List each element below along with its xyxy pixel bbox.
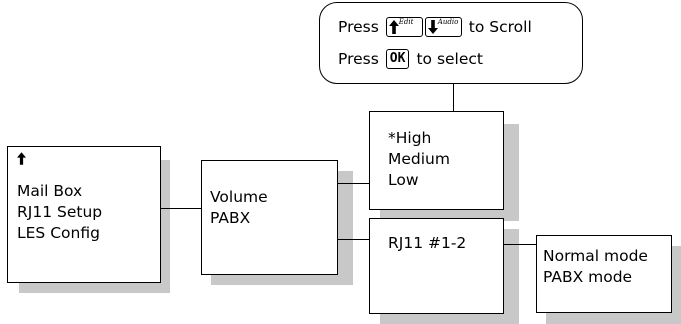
menu-item-mail-box: Mail Box: [17, 182, 83, 200]
mode-box: Normal mode PABX mode: [536, 235, 672, 313]
menu-item-normal-mode: Normal mode: [543, 247, 648, 265]
down-key-label: Audio: [437, 18, 459, 26]
scroll-instruction: Press Edit Audio to Scroll: [338, 17, 532, 37]
main-to-rj11-connector: [160, 208, 202, 209]
menu-item-high: *High: [388, 129, 432, 147]
scroll-instruction-prefix: Press: [338, 18, 379, 36]
up-arrow-icon: [388, 20, 399, 34]
rj11-to-pabx-connector: [337, 239, 370, 240]
menu-item-rj11-setup: RJ11 Setup: [17, 203, 103, 221]
scroll-instruction-suffix: to Scroll: [468, 18, 532, 36]
menu-item-volume: Volume: [210, 188, 268, 206]
main-menu-box: Mail Box RJ11 Setup LES Config: [7, 146, 161, 283]
down-arrow-icon: [427, 20, 438, 34]
select-instruction-prefix: Press: [338, 50, 379, 68]
callout-connector: [453, 84, 454, 112]
menu-item-les-config: LES Config: [17, 224, 100, 242]
menu-item-pabx: PABX: [210, 209, 251, 227]
down-key: Audio: [424, 17, 462, 37]
rj11-to-volume-connector: [337, 183, 370, 184]
up-arrow-icon: [17, 152, 26, 165]
select-instruction-suffix: to select: [416, 50, 483, 68]
main-menu-list: Mail Box RJ11 Setup LES Config: [17, 181, 102, 244]
mode-menu-list: Normal mode PABX mode: [543, 246, 648, 288]
pabx-box: RJ11 #1-2: [369, 218, 504, 314]
pabx-to-mode-connector: [503, 244, 537, 245]
pabx-menu-list: RJ11 #1-2: [388, 233, 466, 254]
menu-item-low: Low: [388, 171, 419, 189]
volume-box: *High Medium Low: [369, 111, 504, 210]
up-key: Edit: [385, 17, 423, 37]
ok-key: OK: [385, 49, 410, 69]
up-key-label: Edit: [398, 18, 414, 26]
rj11-menu-list: Volume PABX: [210, 187, 268, 229]
volume-menu-list: *High Medium Low: [388, 128, 450, 191]
rj11-setup-box: Volume PABX: [201, 160, 338, 275]
menu-item-medium: Medium: [388, 150, 450, 168]
menu-item-rj11-1-2: RJ11 #1-2: [388, 234, 467, 252]
instructions-callout: Press Edit Audio to Scroll Press OK: [319, 2, 583, 84]
menu-item-pabx-mode: PABX mode: [543, 268, 633, 286]
select-instruction: Press OK to select: [338, 49, 483, 69]
